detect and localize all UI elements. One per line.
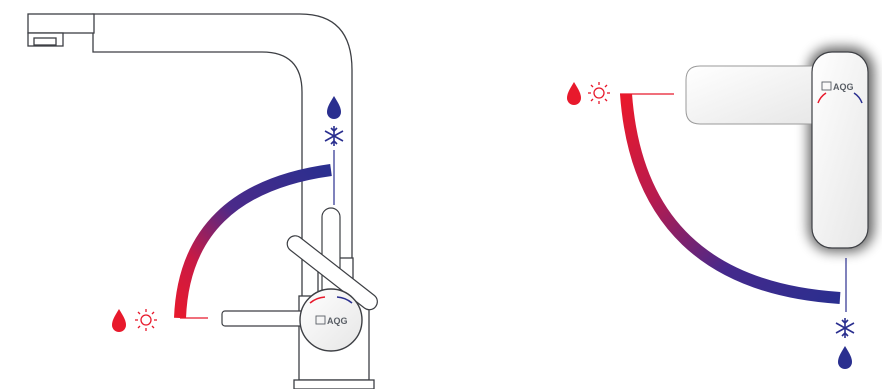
brand-logo-text: AQG bbox=[327, 316, 348, 326]
temperature-arc bbox=[620, 93, 841, 304]
water-drop-icon bbox=[567, 82, 581, 105]
lever-handle bbox=[685, 65, 831, 125]
water-drop-icon bbox=[327, 96, 341, 119]
cold-indicator-mark bbox=[853, 92, 863, 104]
cold-indicator-mark bbox=[336, 296, 353, 304]
logo-mark-icon bbox=[315, 315, 326, 325]
faucet-knob: AQG bbox=[299, 288, 363, 352]
faucet-left: AQG bbox=[27, 13, 378, 389]
sun-icon bbox=[588, 82, 610, 104]
hot-indicator-mark bbox=[309, 296, 326, 304]
snowflake-icon bbox=[835, 318, 855, 338]
logo-mark-icon bbox=[821, 81, 832, 91]
hot-indicator-mark bbox=[817, 92, 827, 104]
sun-icon bbox=[135, 309, 157, 331]
faucet-right: AQG bbox=[567, 47, 874, 369]
brand-logo-text: AQG bbox=[833, 82, 854, 92]
faucet-body bbox=[811, 51, 869, 249]
water-drop-icon bbox=[838, 346, 852, 369]
temperature-arc bbox=[174, 164, 332, 319]
snowflake-icon bbox=[324, 126, 344, 146]
water-drop-icon bbox=[112, 309, 126, 332]
lever-ghost-diagonal bbox=[286, 235, 378, 311]
